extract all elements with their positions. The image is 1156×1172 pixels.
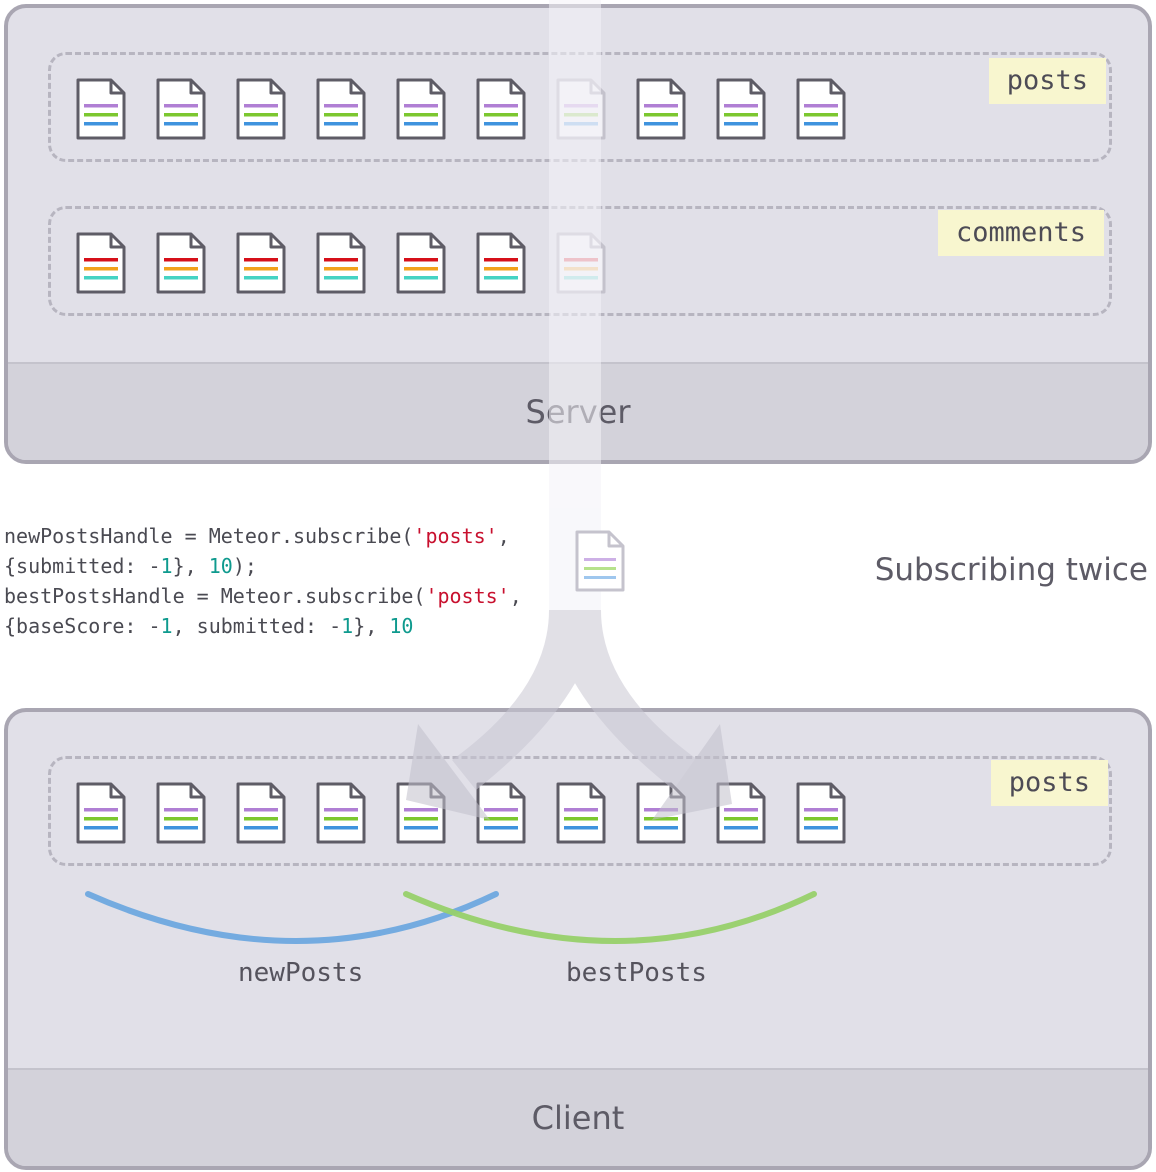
subscribe-code: newPostsHandle = Meteor.subscribe('posts…: [4, 521, 522, 641]
code-line-2: {submitted: -1}, 10);: [4, 554, 257, 578]
client-posts-collection: [48, 756, 1112, 866]
client-label: Client: [531, 1099, 625, 1137]
post-document-icon: [795, 781, 847, 845]
post-document-icon: [475, 77, 527, 141]
comment-document-icon: [235, 231, 287, 295]
server-panel: posts comments Server: [4, 4, 1152, 464]
post-document-icon: [235, 77, 287, 141]
post-document-icon: [395, 77, 447, 141]
post-document-icon: [635, 77, 687, 141]
code-line-3: bestPostsHandle = Meteor.subscribe('post…: [4, 584, 522, 608]
comment-document-icon: [155, 231, 207, 295]
server-label: Server: [525, 393, 631, 431]
diagram-caption: Subscribing twice: [874, 552, 1148, 588]
post-document-icon: [635, 781, 687, 845]
post-document-icon: [795, 77, 847, 141]
newposts-label: newPosts: [238, 958, 364, 988]
post-document-icon: [315, 781, 367, 845]
post-document-icon: [75, 77, 127, 141]
comment-document-icon: [395, 231, 447, 295]
code-line-4: {baseScore: -1, submitted: -1}, 10: [4, 614, 414, 638]
post-document-icon: [555, 77, 607, 141]
post-document-icon: [555, 781, 607, 845]
server-footer: Server: [8, 362, 1148, 460]
comment-document-icon: [75, 231, 127, 295]
comment-document-icon: [475, 231, 527, 295]
code-line-1: newPostsHandle = Meteor.subscribe('posts…: [4, 524, 510, 548]
comment-document-icon: [555, 231, 607, 295]
bestposts-label: bestPosts: [566, 958, 707, 988]
post-document-icon: [155, 77, 207, 141]
post-document-icon: [715, 781, 767, 845]
comment-document-icon: [315, 231, 367, 295]
post-document-icon: [75, 781, 127, 845]
server-posts-collection: [48, 52, 1112, 162]
post-document-icon: [715, 77, 767, 141]
post-document-icon: [235, 781, 287, 845]
in-flight-doc: [575, 530, 625, 592]
client-posts-tag: posts: [990, 760, 1108, 806]
server-posts-tag: posts: [988, 58, 1106, 104]
post-document-icon: [315, 77, 367, 141]
post-document-icon: [475, 781, 527, 845]
post-document-icon: [395, 781, 447, 845]
client-panel: posts Client: [4, 708, 1152, 1170]
post-document-icon: [155, 781, 207, 845]
client-footer: Client: [8, 1068, 1148, 1166]
server-comments-tag: comments: [937, 210, 1104, 256]
